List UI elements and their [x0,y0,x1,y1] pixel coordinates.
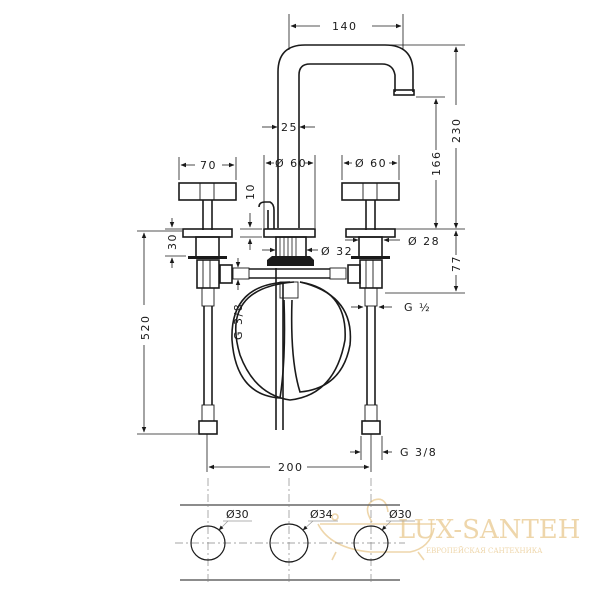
left-supply-hose [198,287,218,435]
left-handle [178,182,250,289]
dim-center-spacing-200: 200 [206,434,372,474]
svg-text:G 3/8: G 3/8 [400,446,437,459]
dim-handle-width-70: 70 [178,157,237,180]
dim-popup-10: 10 [240,183,262,250]
hole-right [353,525,389,561]
aerator [393,89,415,96]
svg-text:G ½: G ½ [404,301,431,314]
svg-text:Ø 60: Ø 60 [275,157,307,170]
bathtub-logo-icon [317,498,436,561]
dim-spout-height-230: 230 [390,44,465,229]
dim-rosette-30: 30 [165,218,186,268]
dim-valve-thread: G ½ [351,301,431,314]
svg-text:Ø 32: Ø 32 [321,245,353,258]
right-supply-hose [361,287,381,435]
cutout-view: Ø30 Ø34 Ø30 [175,478,415,585]
dim-spout-outlet-166: 166 [416,96,445,229]
right-handle [329,182,400,289]
svg-text:Ø 60: Ø 60 [355,157,387,170]
watermark: LUX-SANTEH ЕВРОПЕЙСКАЯ САНТЕХНИКА [317,498,580,561]
svg-text:230: 230 [450,118,463,144]
hole-left [190,525,226,561]
dim-handle-base-60: Ø 60 [341,155,400,180]
dim-spout-reach: 140 [288,14,404,50]
svg-text:Ø30: Ø30 [226,508,249,521]
dim-total-520: 520 [137,230,198,435]
svg-text:Ø34: Ø34 [310,508,333,521]
dim-below-deck-77: 77 [385,228,465,294]
dim-body-32: Ø 32 [262,245,353,258]
svg-text:G 3/8: G 3/8 [232,303,245,340]
center-body [258,201,316,430]
svg-text:140: 140 [332,20,358,33]
svg-text:10: 10 [244,183,257,200]
svg-text:520: 520 [139,315,152,341]
watermark-tagline: ЕВРОПЕЙСКАЯ САНТЕХНИКА [426,546,543,555]
connection-pipe [231,268,352,401]
dim-supply-thread: G 3/8 [350,436,437,460]
svg-text:Ø30: Ø30 [389,508,412,521]
svg-text:77: 77 [450,255,463,272]
dim-spout-diameter-25: 25 [262,121,315,134]
spout [277,44,415,228]
svg-text:166: 166 [430,151,443,177]
svg-text:25: 25 [281,121,298,134]
dim-shank-28: Ø 28 [345,235,440,248]
watermark-brand: LUX-SANTEH [398,515,580,545]
hole-center [269,523,309,563]
svg-text:200: 200 [278,461,304,474]
svg-text:30: 30 [166,233,179,250]
dim-spout-base-60: Ø 60 [263,155,316,228]
dim-center-thread: G 3/8 [232,258,245,340]
svg-text:Ø 28: Ø 28 [408,235,440,248]
svg-text:70: 70 [200,159,217,172]
